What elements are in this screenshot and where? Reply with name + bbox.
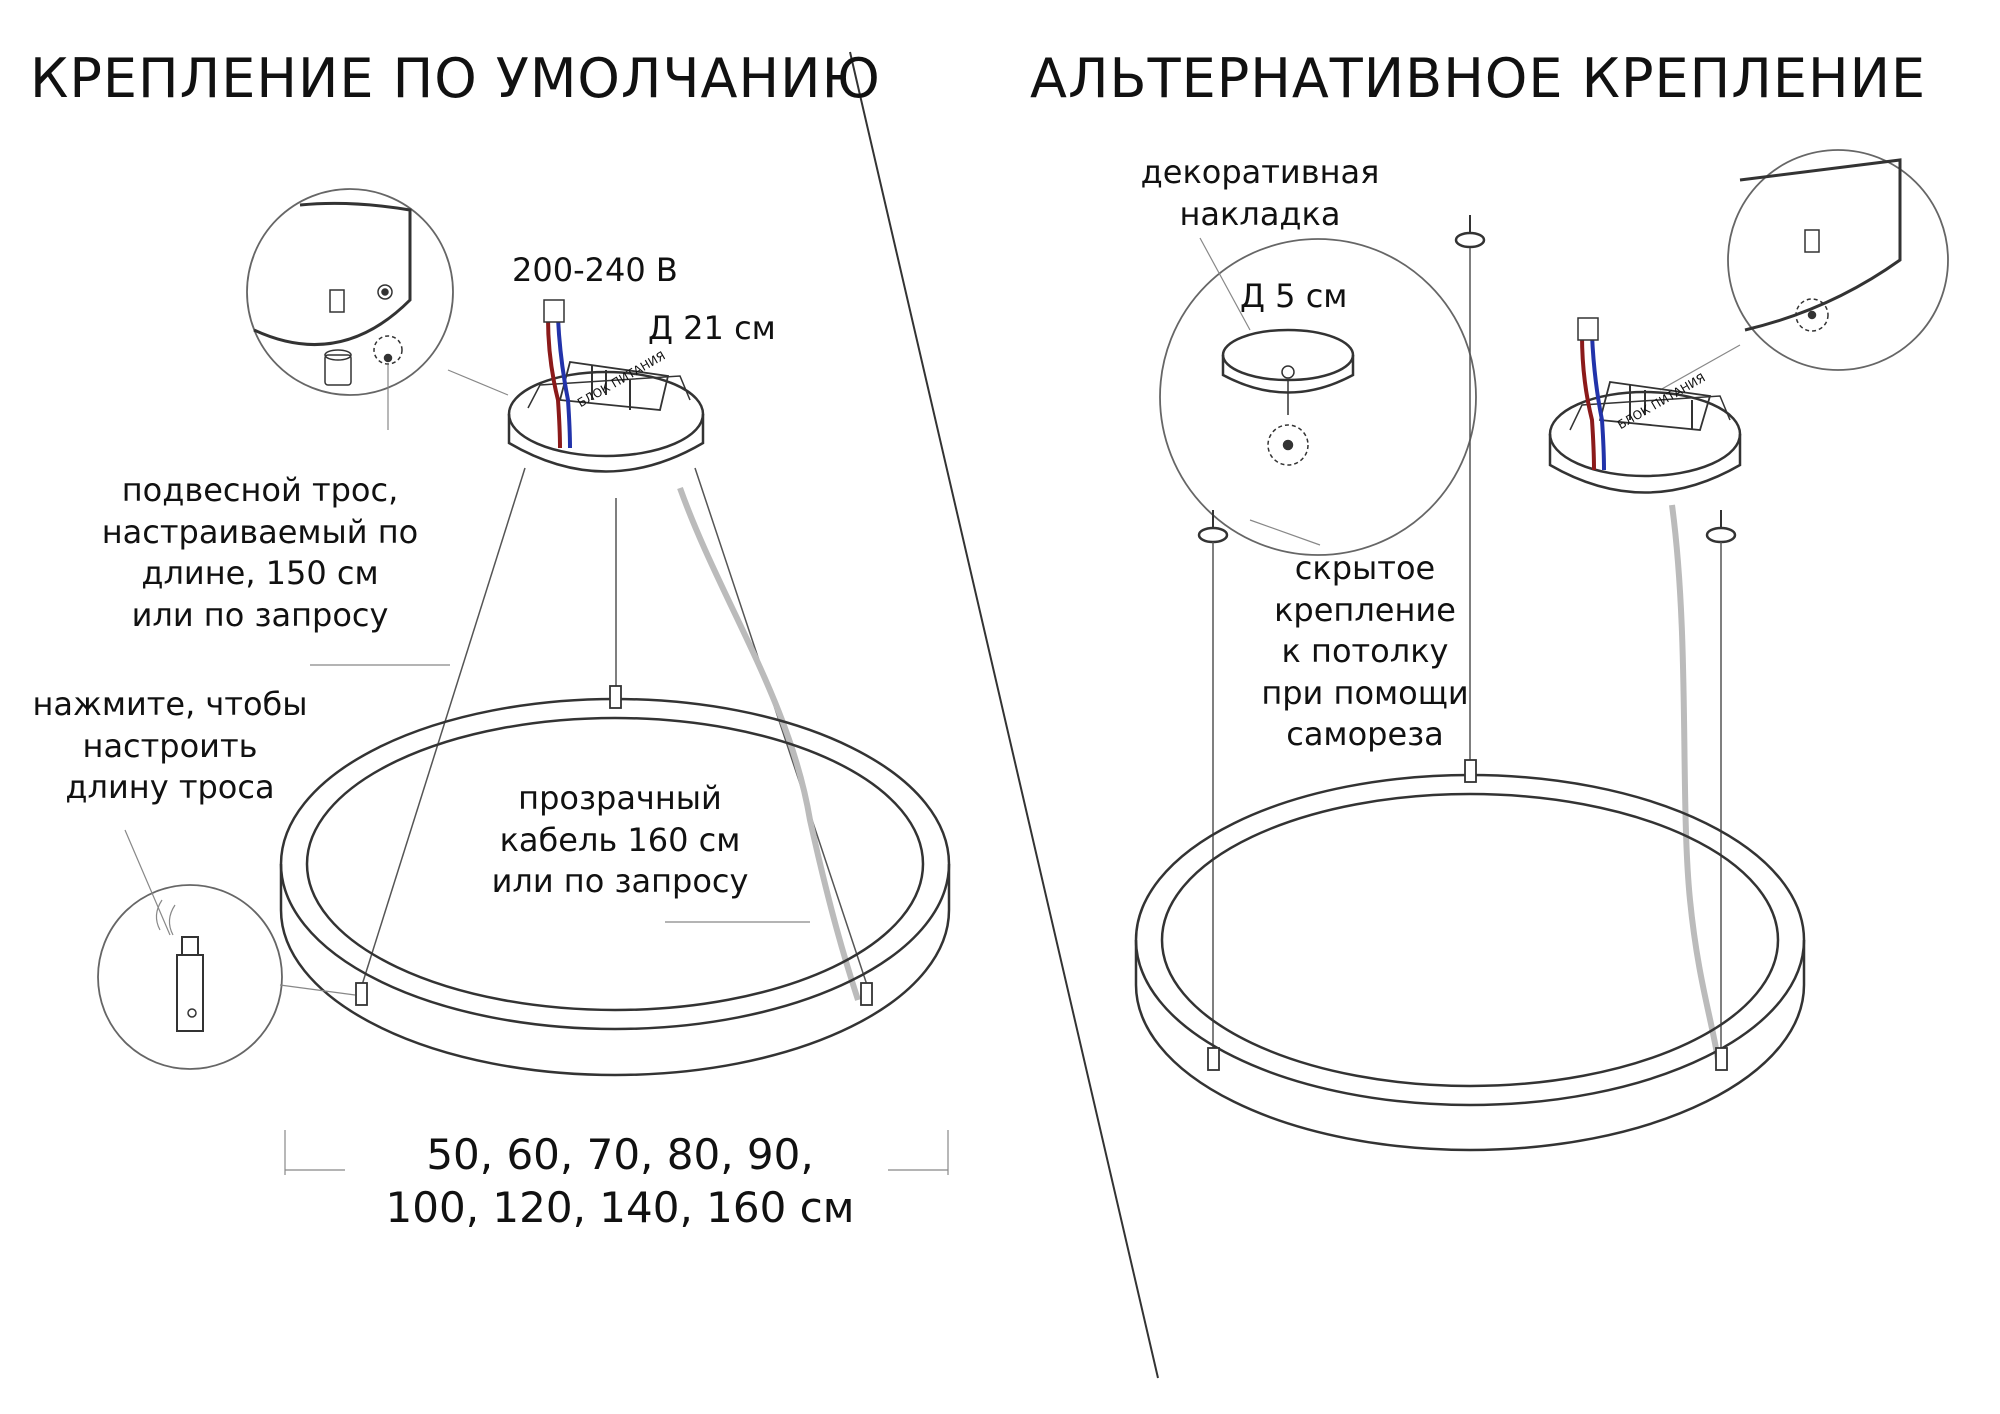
decor-detail-circle [1159, 237, 1477, 556]
right-detail-leader [1659, 344, 1741, 391]
press-note-line-1: нажмите, чтобы [32, 685, 308, 723]
clamp-top [609, 685, 622, 709]
clamp-right-top [1464, 759, 1477, 783]
hidden-note-line-1: скрытое [1294, 549, 1436, 587]
canopy-right [1548, 317, 1742, 494]
ceiling-cap-left [1197, 510, 1229, 544]
clamp-right-right [1715, 1047, 1728, 1071]
clamp-left [355, 982, 368, 1006]
cable-right [694, 467, 868, 986]
cable-note-line-3: длине, 150 см [141, 554, 379, 593]
terminal-block [543, 299, 565, 323]
press-note: нажмите, чтобы настроить длину троса [20, 684, 320, 809]
clear-cable [677, 486, 861, 1001]
clear-cable-right [1669, 504, 1721, 1061]
hidden-note-line-5: самореза [1286, 715, 1444, 754]
hidden-note-line-2: крепление [1274, 590, 1456, 629]
hidden-mount-note: скрытое крепление к потолку при помощи с… [1215, 548, 1515, 756]
ring-right [1134, 773, 1806, 1152]
right-title: АЛЬТЕРНАТИВНОЕ КРЕПЛЕНИЕ [1030, 47, 1927, 110]
size-line-1: 50, 60, 70, 80, 90, [426, 1130, 814, 1179]
decor-note: декоративная накладка [1110, 152, 1410, 235]
decor-diameter-label: Д 5 см [1240, 277, 1348, 315]
wire-blue [556, 317, 572, 449]
wire-red [546, 317, 562, 449]
hidden-note-line-4: при помощи [1261, 673, 1469, 712]
detail-leader [447, 369, 509, 396]
decor-note-line-1: декоративная [1140, 153, 1380, 191]
wire-note-line-1: прозрачный [518, 779, 722, 817]
clamp-right-left [1207, 1047, 1220, 1071]
size-label: 50, 60, 70, 80, 90, 100, 120, 140, 160 с… [360, 1128, 880, 1235]
ring-left [279, 697, 951, 1077]
size-dimension [284, 1130, 949, 1175]
cable-note-line-4: или по запросу [131, 595, 389, 634]
canopy-diameter-label: Д 21 см [648, 309, 776, 347]
decor-leader [1249, 519, 1321, 546]
canopy-detail-circle-right [1727, 149, 1949, 371]
cable-left [361, 467, 526, 986]
clamp-right [860, 982, 873, 1006]
panel-divider [849, 51, 1159, 1379]
gripper-detail-circle [97, 829, 283, 1070]
wire-note: прозрачный кабель 160 см или по запросу [470, 778, 770, 903]
left-title: КРЕПЛЕНИЕ ПО УМОЛЧАНИЮ [30, 47, 881, 110]
wire-note-line-2: кабель 160 см [499, 820, 741, 859]
cable-note: подвесной трос, настраиваемый по длине, … [80, 470, 440, 636]
hidden-note-line-3: к потолку [1281, 632, 1449, 671]
gripper-leader [279, 984, 356, 996]
press-note-line-3: длину троса [65, 768, 275, 807]
cable-note-line-2: настраиваемый по [101, 512, 419, 551]
canopy [507, 299, 705, 473]
ceiling-cap-right [1705, 510, 1737, 544]
ceiling-cap-top [1454, 215, 1486, 249]
cable-note-line-1: подвесной трос, [121, 471, 399, 509]
size-line-2: 100, 120, 140, 160 см [385, 1183, 855, 1233]
press-note-line-2: настроить [82, 726, 258, 765]
decor-note-line-2: накладка [1179, 194, 1341, 233]
voltage-label: 200-240 В [512, 251, 678, 289]
canopy-detail-circle [246, 188, 454, 430]
wire-note-line-3: или по запросу [491, 862, 749, 901]
